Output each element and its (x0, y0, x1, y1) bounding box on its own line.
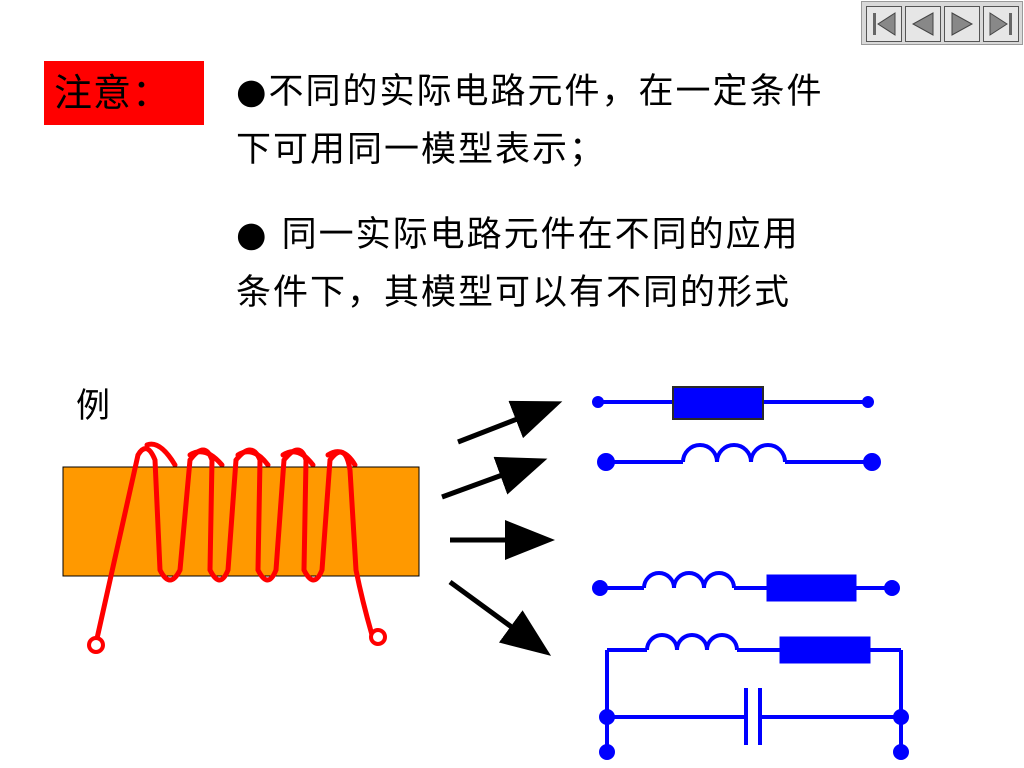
model-inductor-resistor-series (592, 571, 900, 602)
last-slide-icon[interactable] (983, 6, 1019, 42)
coil-back-strands (144, 441, 358, 468)
bullet-1-line-2: 下可用同一模型表示； (236, 130, 607, 170)
model-inductor (597, 443, 881, 471)
coil-wire (93, 446, 375, 646)
bullet-2-line-1: ● 同一实际电路元件在不同的应用 (236, 215, 800, 255)
mapping-arrows (441, 400, 563, 656)
slide-nav-bar (861, 1, 1023, 45)
arrow-1 (457, 400, 563, 445)
example-label: 例 (76, 386, 110, 426)
arrow-4 (448, 579, 552, 656)
bullet-2-line-2: 条件下，其模型可以有不同的形式 (236, 273, 792, 313)
previous-slide-icon[interactable] (905, 6, 941, 42)
first-slide-icon[interactable] (866, 6, 902, 42)
model-inductor-resistor-capacitor (599, 633, 909, 760)
bullet-1-line-1: ●不同的实际电路元件，在一定条件 (236, 72, 824, 112)
coil-terminal-left (87, 636, 105, 654)
model-resistor (592, 386, 874, 420)
arrow-2 (441, 456, 548, 500)
note-label: 注意： (44, 61, 204, 125)
coil-terminal-right (369, 628, 387, 646)
next-slide-icon[interactable] (944, 6, 980, 42)
bullet-point-2: ● 同一实际电路元件在不同的应用 条件下，其模型可以有不同的形式 (236, 206, 956, 322)
bullet-point-1: ●不同的实际电路元件，在一定条件 下可用同一模型表示； (236, 63, 956, 179)
